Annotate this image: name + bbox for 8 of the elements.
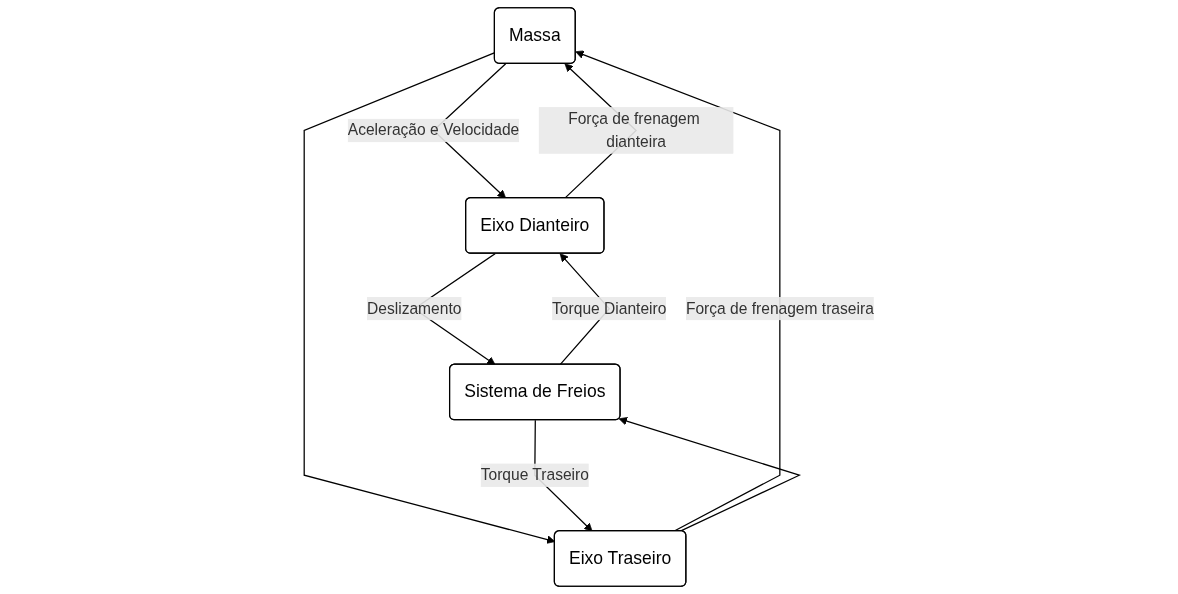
edge-label: Deslizamento (367, 299, 462, 317)
edge-label: Torque Dianteiro (552, 299, 667, 317)
edge-label: Aceleração e Velocidade (347, 121, 520, 139)
edge-label: Força de frenagem traseira (685, 299, 874, 317)
edge-label: Torque Traseiro (480, 466, 589, 483)
edge-label: Força de frenagem dianteira (568, 110, 700, 150)
arrow (618, 417, 802, 532)
arrow (575, 50, 781, 532)
